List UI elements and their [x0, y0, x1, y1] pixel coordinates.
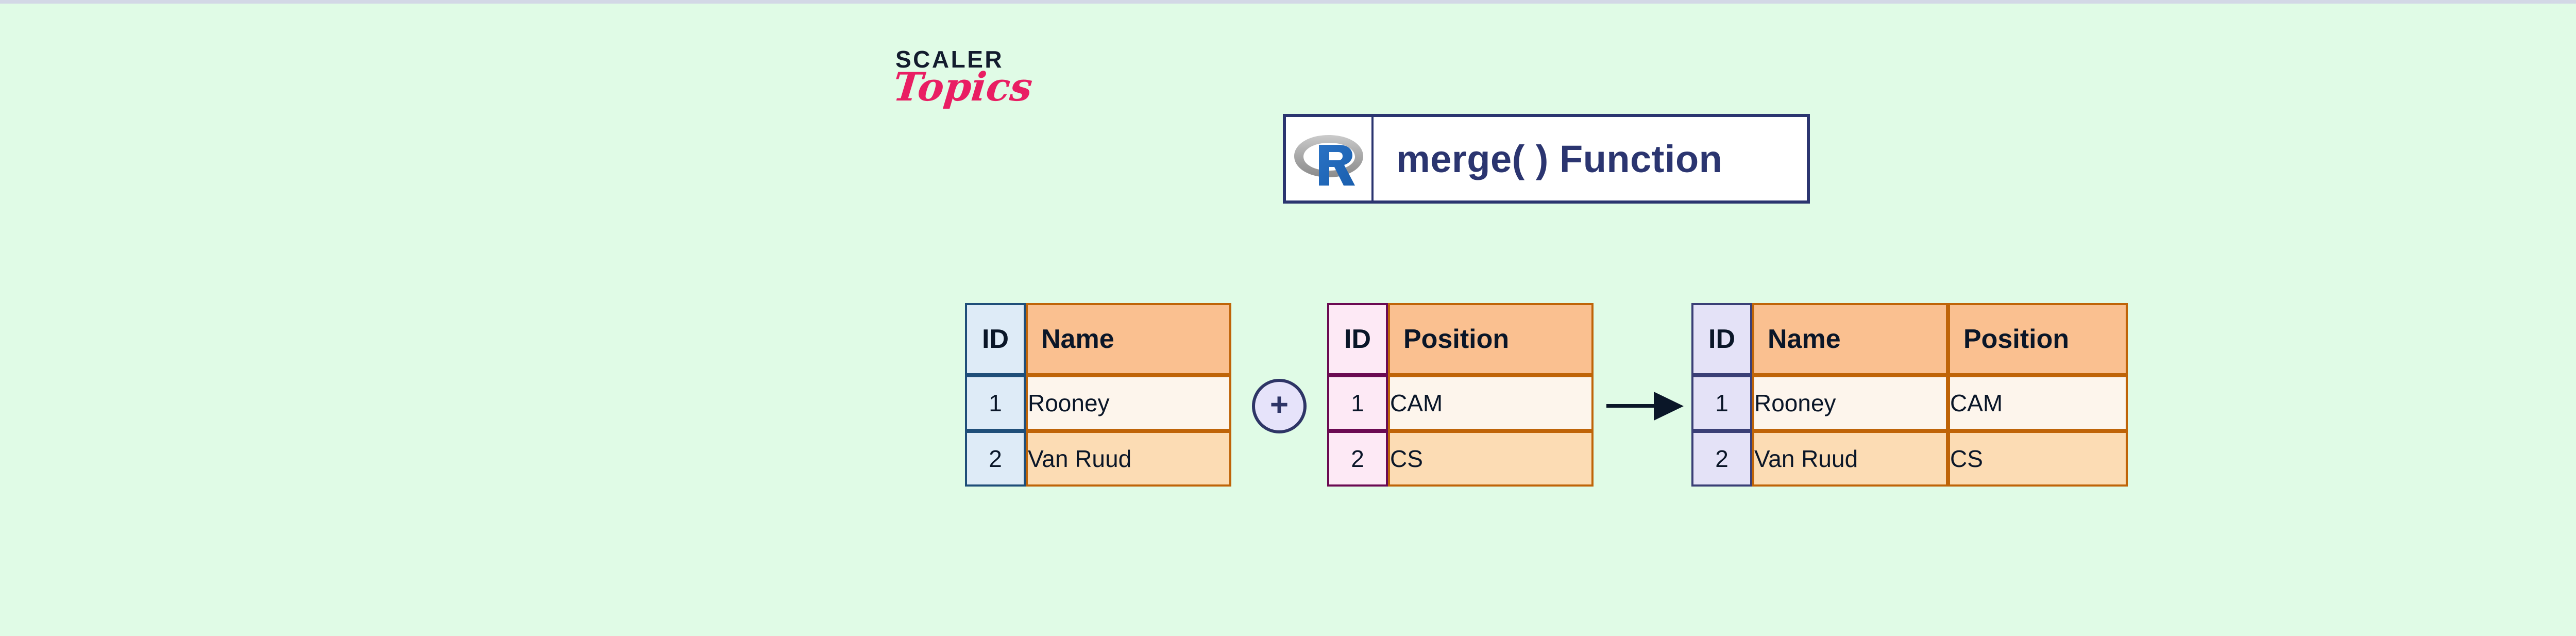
- header-cell-name: Name: [1026, 303, 1231, 375]
- r-language-logo-icon: [1294, 135, 1363, 186]
- cell-name: Rooney: [1752, 375, 1948, 431]
- cell-position: CAM: [1948, 375, 2128, 431]
- brand-sub: Topics: [891, 64, 1035, 110]
- banner-title-cell: merge( ) Function: [1374, 117, 1807, 200]
- header-cell-id: ID: [1691, 303, 1752, 375]
- header-cell-id: ID: [965, 303, 1026, 375]
- plus-symbol: +: [1269, 387, 1289, 423]
- plus-circle-icon: +: [1252, 379, 1307, 433]
- header-cell-id: ID: [1327, 303, 1388, 375]
- header-cell-position: Position: [1948, 303, 2128, 375]
- brand-name: SCALER: [895, 46, 1004, 73]
- names-table: ID Name 1 Rooney 2 Van Ruud: [965, 303, 1231, 487]
- table-row: 2 Van Ruud: [965, 431, 1231, 487]
- cell-id: 1: [1327, 375, 1388, 431]
- table-row: 1 Rooney: [965, 375, 1231, 431]
- table-header-row: ID Name Position: [1691, 303, 2128, 375]
- scaler-topics-logo: SCALER Topics: [891, 45, 1035, 136]
- cell-id: 2: [1691, 431, 1752, 487]
- cell-id: 2: [965, 431, 1026, 487]
- cell-position: CS: [1948, 431, 2128, 487]
- cell-id: 1: [1691, 375, 1752, 431]
- positions-table: ID Position 1 CAM 2 CS: [1327, 303, 1594, 487]
- table-row: 1 Rooney CAM: [1691, 375, 2128, 431]
- cell-id: 1: [965, 375, 1026, 431]
- header-cell-position: Position: [1388, 303, 1594, 375]
- table-row: 2 CS: [1327, 431, 1594, 487]
- table-header-row: ID Position: [1327, 303, 1594, 375]
- page-title: merge( ) Function: [1396, 137, 1723, 180]
- r-logo-cell: [1286, 117, 1374, 200]
- header-cell-name: Name: [1752, 303, 1948, 375]
- title-banner: merge( ) Function: [1283, 114, 1810, 204]
- cell-position: CS: [1388, 431, 1594, 487]
- cell-name: Van Ruud: [1026, 431, 1231, 487]
- cell-position: CAM: [1388, 375, 1594, 431]
- arrow-right-icon: [1606, 392, 1684, 421]
- cell-id: 2: [1327, 431, 1388, 487]
- top-strip: [0, 0, 2576, 4]
- table-header-row: ID Name: [965, 303, 1231, 375]
- merged-table: ID Name Position 1 Rooney CAM 2 Van Ruud…: [1691, 303, 2128, 487]
- table-row: 2 Van Ruud CS: [1691, 431, 2128, 487]
- table-row: 1 CAM: [1327, 375, 1594, 431]
- cell-name: Van Ruud: [1752, 431, 1948, 487]
- cell-name: Rooney: [1026, 375, 1231, 431]
